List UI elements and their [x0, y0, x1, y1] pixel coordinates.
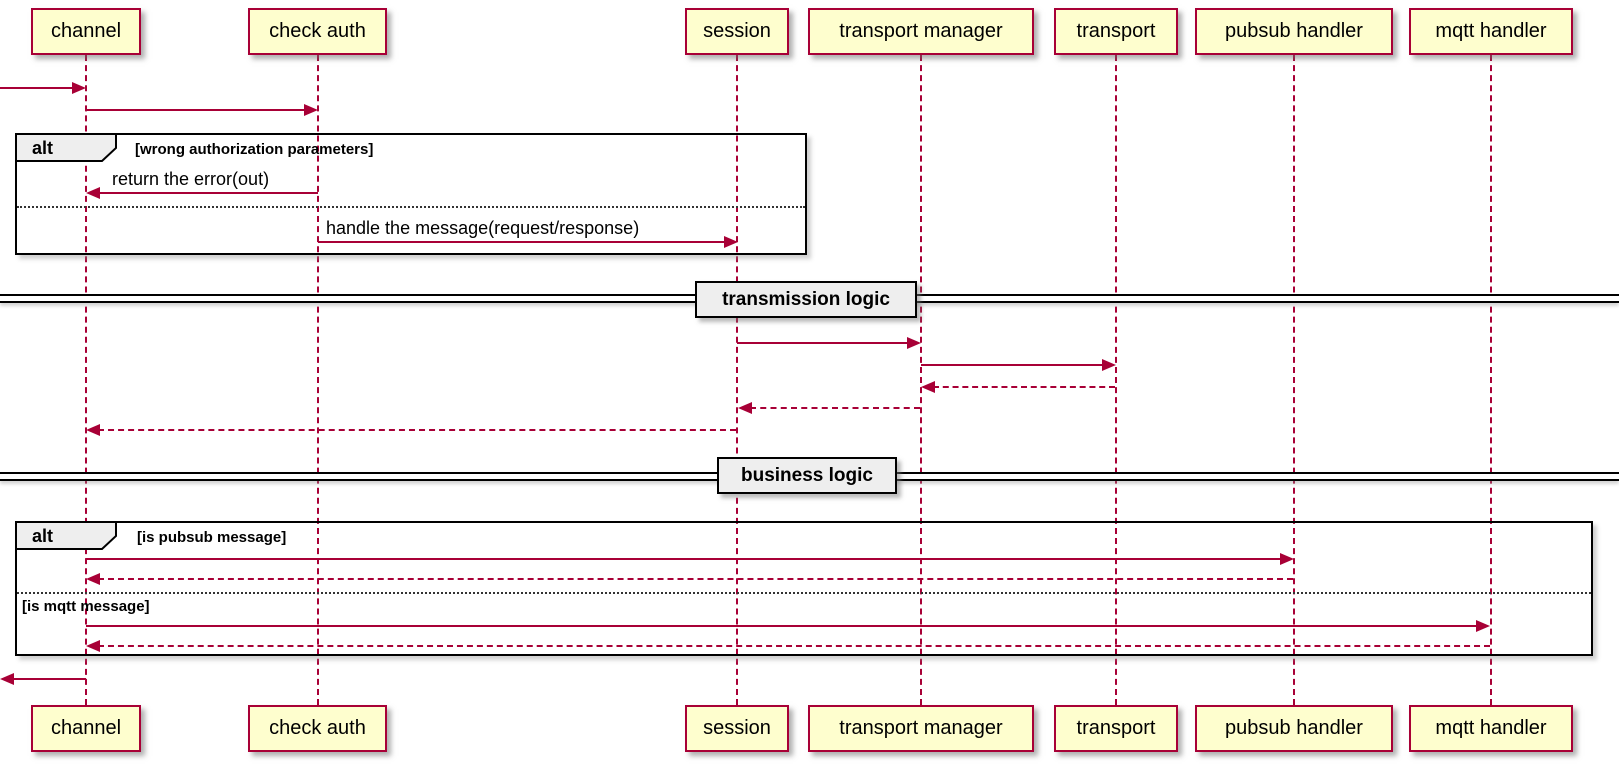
participant-bottom-session: session [685, 705, 789, 752]
arrowhead-right [1476, 620, 1490, 632]
arrow-mqtt-return [98, 645, 1490, 647]
divider-business-logic: business logic [717, 457, 897, 494]
arrow-transport-manager-return [750, 407, 920, 409]
arrowhead-left [921, 381, 935, 393]
message-return-error-label: return the error(out) [112, 169, 270, 189]
arrow-found-to-channel [0, 87, 74, 89]
participant-top-transport-manager: transport manager [808, 8, 1034, 55]
alt-keyword: alt [32, 526, 54, 546]
arrowhead-right [724, 236, 738, 248]
alt-else-divider [17, 206, 805, 208]
participant-top-transport: transport [1054, 8, 1178, 55]
participant-bottom-transport: transport [1054, 705, 1178, 752]
participant-top-check-auth: check auth [248, 8, 387, 55]
lifeline-check-auth [317, 55, 319, 705]
arrow-session-to-transport-manager [737, 342, 907, 344]
alt-frame-message-type [15, 521, 1593, 656]
arrow-pubsub-return [98, 578, 1293, 580]
participant-bottom-mqtt-handler: mqtt handler [1409, 705, 1573, 752]
lifeline-channel [85, 55, 87, 705]
lifeline-pubsub-handler [1293, 55, 1295, 705]
lifeline-transport-manager [920, 55, 922, 705]
arrowhead-left [86, 424, 100, 436]
lifeline-mqtt-handler [1490, 55, 1492, 705]
arrowhead-left [86, 187, 100, 199]
alt-tab [16, 134, 117, 162]
arrowhead-left [0, 673, 14, 685]
alt-condition-wrong-auth: [wrong authorization parameters] [135, 141, 374, 158]
arrow-channel-to-lost [12, 678, 86, 680]
message-handle-message-label: handle the message(request/response) [326, 218, 640, 238]
alt-keyword: alt [32, 138, 54, 158]
participant-bottom-check-auth: check auth [248, 705, 387, 752]
arrow-transport-manager-to-transport [921, 364, 1102, 366]
alt-condition-is-mqtt: [is mqtt message] [22, 598, 150, 615]
participant-top-pubsub-handler: pubsub handler [1195, 8, 1393, 55]
arrow-channel-to-check-auth [86, 109, 304, 111]
alt-tab [16, 522, 117, 550]
arrowhead-right [304, 104, 318, 116]
alt-else-divider [17, 592, 1591, 594]
arrowhead-left [86, 573, 100, 585]
arrowhead-right [1280, 553, 1294, 565]
arrow-channel-to-pubsub [86, 558, 1280, 560]
arrowhead-right [1102, 359, 1116, 371]
alt-condition-is-pubsub: [is pubsub message] [137, 529, 287, 546]
participant-top-mqtt-handler: mqtt handler [1409, 8, 1573, 55]
arrow-channel-to-mqtt [86, 625, 1476, 627]
alt-frame-auth [15, 133, 807, 255]
arrowhead-right [907, 337, 921, 349]
lifeline-transport [1115, 55, 1117, 705]
participant-bottom-channel: channel [31, 705, 141, 752]
arrow-handle-message [318, 241, 724, 243]
arrow-transport-return [933, 386, 1115, 388]
arrow-session-return [98, 429, 736, 431]
arrowhead-left [86, 640, 100, 652]
arrowhead-right [72, 82, 86, 94]
participant-bottom-transport-manager: transport manager [808, 705, 1034, 752]
participant-bottom-pubsub-handler: pubsub handler [1195, 705, 1393, 752]
arrowhead-left [738, 402, 752, 414]
divider-transmission-logic: transmission logic [695, 281, 917, 318]
participant-top-channel: channel [31, 8, 141, 55]
lifeline-session [736, 55, 738, 705]
arrow-return-error [98, 192, 318, 194]
participant-top-session: session [685, 8, 789, 55]
